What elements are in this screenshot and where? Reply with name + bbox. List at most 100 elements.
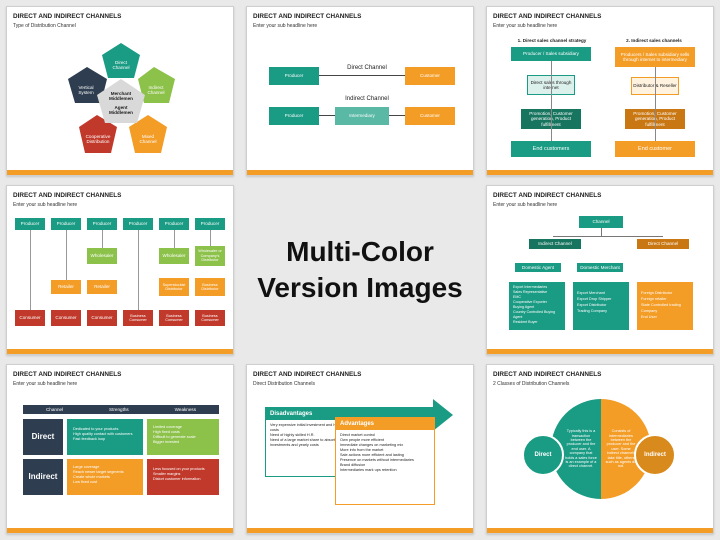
header-strengths: Strengths [109,406,129,412]
wholesaler-box: Wholesaler [159,248,189,264]
bottom-bar [487,170,713,175]
intermediary-box: Intermediary [335,107,389,125]
list-item: High fixed costs [153,430,180,434]
list-item: Low fixed cost [73,480,98,484]
list-item: Large coverage [73,465,100,469]
wholesaler-distributor-box: Wholesaler or Company's Distributor [195,246,225,266]
pentagon-vertical [68,67,107,103]
producer-box: Producer [15,218,45,230]
slide-thumbnail-3[interactable]: DIRECT AND INDIRECT CHANNELS Enter your … [486,6,714,176]
list-item: Less focused on your products [153,467,205,471]
disadvantages-heading: Disadvantages [266,408,356,420]
connector [655,67,656,141]
slide-thumbnail-1[interactable]: DIRECT AND INDIRECT CHANNELS Type of Dis… [6,6,234,176]
slide-thumbnail-4[interactable]: DIRECT AND INDIRECT CHANNELS Enter your … [6,185,234,355]
slide-subtitle: Direct Distribution Channels [253,381,315,387]
connector [553,236,663,237]
list-item: Very expensive initial investment and hi… [270,423,352,432]
agent-item: Resident Buyer [513,320,538,324]
indirect-description: Consists of intermediaries between the p… [605,429,637,469]
list-item: Create whole markets [73,475,110,479]
business-distributor-box: Business Distributor [195,278,225,296]
list-item: Smaller margins [153,472,181,476]
label-direct: Direct Channel [112,59,130,70]
list-item: Difficult to generate scale [153,435,196,439]
producer-box: Producer [123,218,153,230]
customer-box: Customer [405,107,455,125]
list-item: Need of a large market share to absorb i… [270,438,337,447]
slide-title: DIRECT AND INDIRECT CHANNELS [13,13,122,20]
agent-item: Cooperative Exporter [513,300,547,304]
slide-title: DIRECT AND INDIRECT CHANNELS [493,371,602,378]
arrow-line [319,75,405,76]
left-half-circle [551,399,601,499]
slide-subheadline: Enter your sub headline here [493,202,558,208]
slide-thumbnail-7[interactable]: DIRECT AND INDIRECT CHANNELS Direct Dist… [246,364,474,534]
bottom-bar [487,528,713,533]
connector [102,230,103,248]
heading-direct: 1. Direct sales channel strategy [517,37,587,43]
circles-graphic [522,399,676,499]
producer-box: Producer [87,218,117,230]
direct-description: Typically this is a transaction between … [565,429,597,469]
list-item: Sale actions more efficient and lasting [340,453,404,457]
list-item: More info from the market [340,448,384,452]
pentagon-mixed [129,115,167,153]
slide-thumbnail-8[interactable]: DIRECT AND INDIRECT CHANNELS 2 Classes o… [486,364,714,534]
direct-item: State Controlled trading Company [641,303,681,313]
slide-subheadline: Enter your sub headline here [253,23,318,29]
pentagon-center [97,79,145,123]
indirect-step-1: Producers / Sales subsidiary sells throu… [615,47,695,67]
slide-thumbnail-5[interactable]: DIRECT AND INDIRECT CHANNELS Enter your … [486,185,714,355]
bottom-bar [7,170,233,175]
superstockist-box: Superstockist Distributor [159,278,189,296]
list-item: Own people more efficient [340,438,385,442]
heading-indirect: 2. Indirect sales channels [626,37,682,43]
slide-subheadline: Enter your sub headline here [13,381,78,387]
indirect-weakness: Less focused on your products Smaller ma… [147,459,219,495]
bottom-bar [247,170,473,175]
row-label-indirect: Indirect [23,459,63,495]
slide-title: DIRECT AND INDIRECT CHANNELS [493,192,602,199]
connector [210,230,211,246]
merchant-item: Trading Company [577,309,608,313]
list-item: Need of highly skilled H.R. [270,433,315,437]
pentagon-diagram [68,43,175,153]
list-item: Reach newer target segments [73,470,124,474]
label-merchant: Merchant Middlemen [109,90,133,101]
list-item: Fast feedback loop [73,437,106,441]
merchant-list: Export Merchant Export Drop Shipper Expo… [573,282,629,330]
slide-title: DIRECT AND INDIRECT CHANNELS [13,192,122,199]
agent-item: Export Intermediaries [513,285,548,289]
business-consumer-box: Business Consumer [159,310,189,326]
direct-label: Direct Channel [347,64,387,71]
list-item: Limited coverage [153,425,182,429]
slide-title: DIRECT AND INDIRECT CHANNELS [253,371,362,378]
label-indirect: Indirect Channel [147,84,165,95]
connector [30,230,31,310]
indirect-step-4: End customer [615,141,695,157]
retailer-box: Retailer [87,280,117,294]
connector [174,230,175,248]
direct-weakness: Limited coverage High fixed costs Diffic… [147,419,219,455]
agent-list: Export Intermediaries Sales Representati… [509,282,565,330]
advantages-heading: Advantages [336,418,434,430]
connector [138,230,139,310]
slide-title: DIRECT AND INDIRECT CHANNELS [253,13,362,20]
indirect-circle [634,434,676,476]
producer-box: Producer [159,218,189,230]
list-item: Immediate changes on marketing mix [340,443,404,447]
arrow-line [389,115,405,116]
slide-thumbnail-6[interactable]: DIRECT AND INDIRECT CHANNELS Enter your … [6,364,234,534]
slide-subheadline: Enter your sub headline here [13,202,78,208]
consumer-box: Consumer [51,310,81,326]
bottom-bar [7,528,233,533]
business-consumer-box: Business Consumer [195,310,225,326]
list-item: Presence on markets without intermediari… [340,458,414,462]
slide-thumbnail-2[interactable]: DIRECT AND INDIRECT CHANNELS Enter your … [246,6,474,176]
merchant-item: Export Distributor [577,303,607,307]
indirect-strengths: Large coverage Reach newer target segmen… [67,459,143,495]
label-cooperative: Cooperative Distribution [85,133,111,144]
direct-label: Direct [534,451,552,458]
connector [66,230,67,280]
